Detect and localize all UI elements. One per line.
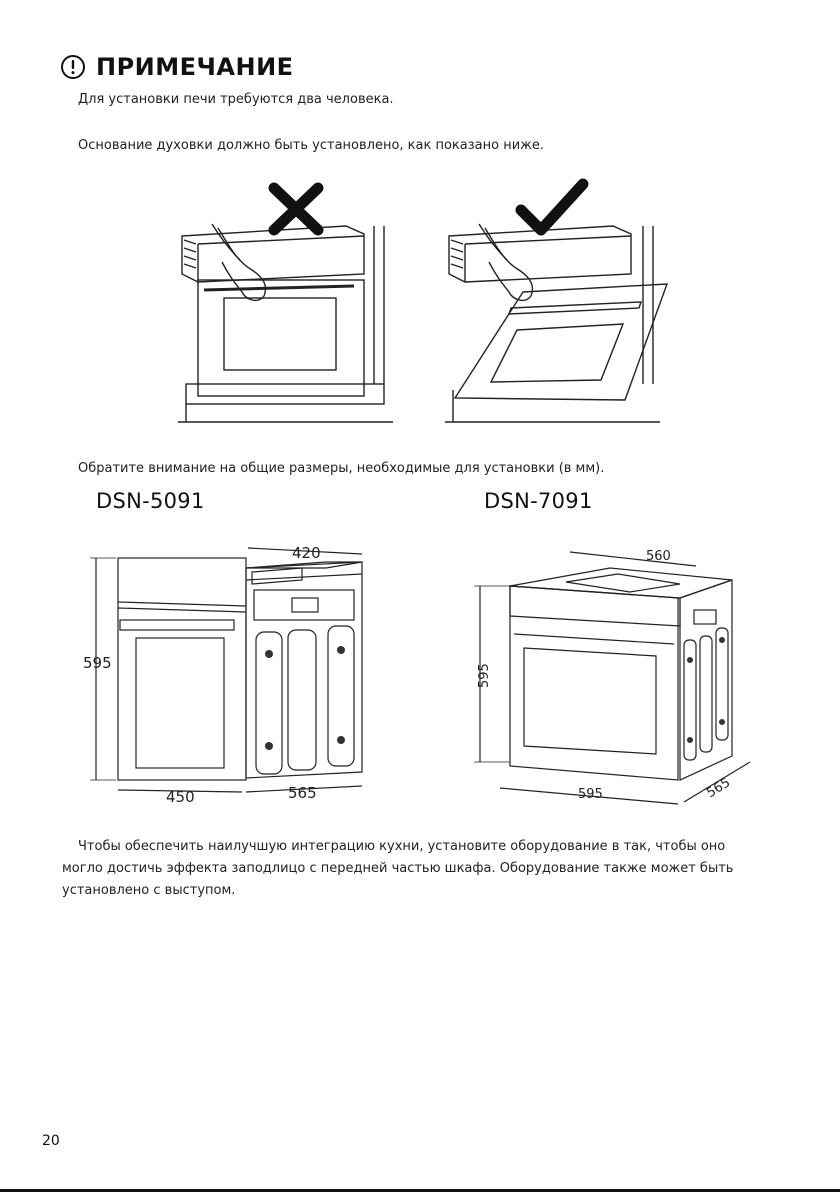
dim-width-label: 595 xyxy=(578,787,603,802)
dim-top-label: 420 xyxy=(292,544,321,562)
integration-line-1: Чтобы обеспечить наилучшую интеграцию ку… xyxy=(78,839,726,854)
dim-width-label: 450 xyxy=(166,788,195,802)
integration-line-2: могло достичь эффекта заподлицо с передн… xyxy=(62,861,734,876)
model-name-right: DSN-7091 xyxy=(484,489,593,513)
dim-depth-label: 565 xyxy=(288,784,317,802)
dimension-drawing-left: 595 450 565 420 xyxy=(83,544,363,802)
integration-line-3: установлено с выступом. xyxy=(62,883,236,898)
bottom-rule xyxy=(0,1189,840,1192)
cross-mark-icon xyxy=(268,182,324,236)
two-people-text: Для установки печи требуются два человек… xyxy=(78,92,394,107)
exclamation-circle-icon xyxy=(61,55,85,79)
dimension-drawing-right: 595 595 565 560 xyxy=(474,549,751,805)
dim-height-label: 595 xyxy=(83,654,112,672)
page-number: 20 xyxy=(42,1133,60,1149)
dim-depth-label: 565 xyxy=(704,775,733,801)
note-heading: ПРИМЕЧАНИЕ xyxy=(60,52,294,82)
dim-height-label: 595 xyxy=(477,663,492,688)
check-mark-icon xyxy=(515,178,589,236)
dim-top-label: 560 xyxy=(646,549,671,564)
dimensions-text: Обратите внимание на общие размеры, необ… xyxy=(78,461,605,476)
illustration-wrong-install xyxy=(178,182,393,423)
note-title: ПРИМЕЧАНИЕ xyxy=(96,53,294,81)
illustration-correct-install xyxy=(445,178,669,423)
base-install-text: Основание духовки должно быть установлен… xyxy=(78,138,545,153)
model-name-left: DSN-5091 xyxy=(96,489,205,513)
